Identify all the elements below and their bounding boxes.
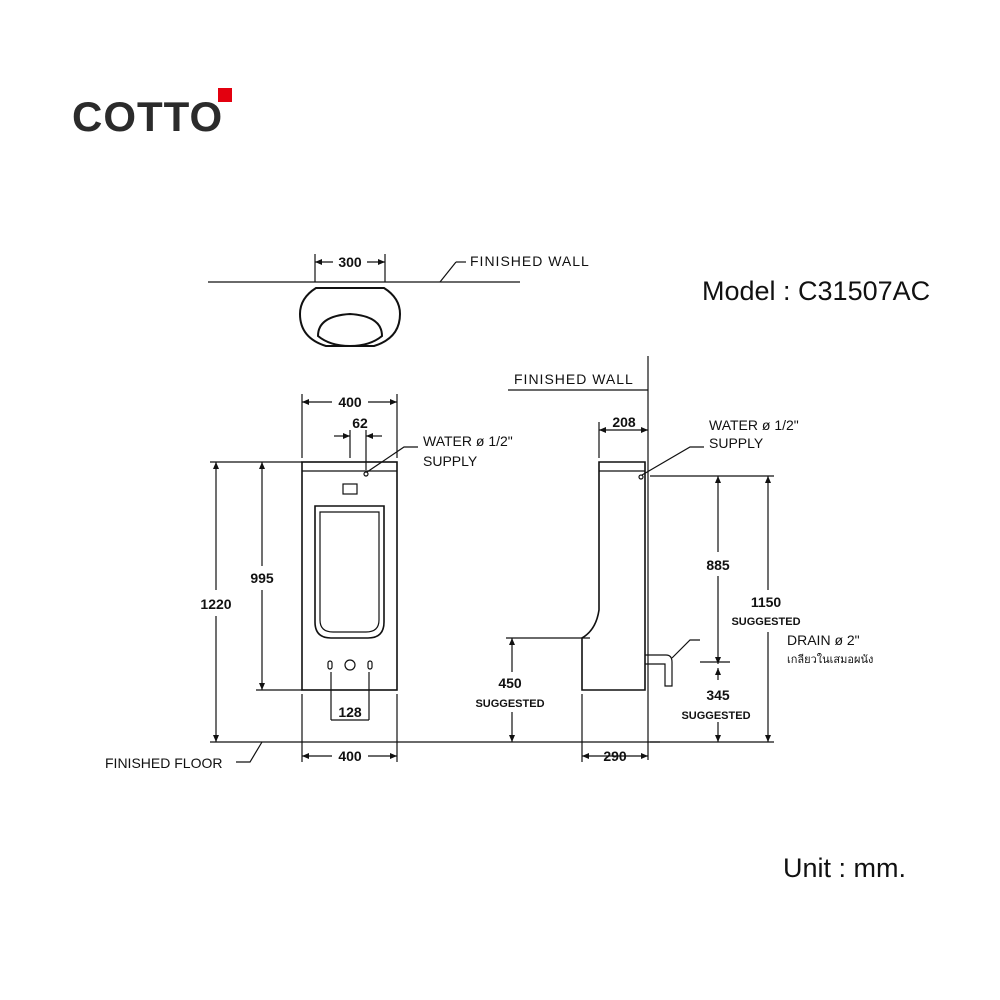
side-supply-leader <box>641 446 704 476</box>
front-bowl-inner <box>319 511 380 633</box>
side-depth-top-dim: 208 <box>612 414 636 430</box>
brand-logo: COTTO <box>72 93 224 140</box>
drain-label: DRAIN ø 2" <box>787 632 860 648</box>
side-supply-label-1: WATER ø 1/2" <box>709 417 799 433</box>
offset-dim: 62 <box>352 415 368 431</box>
finished-floor-label: FINISHED FLOOR <box>105 755 222 771</box>
front-bowl-outer <box>314 505 385 639</box>
side-body <box>581 461 646 691</box>
side-supply-point <box>638 474 644 480</box>
side-depth-bottom-dim: 290 <box>603 748 627 764</box>
front-bottom-width-dim: 400 <box>338 748 362 764</box>
drain-height-note: SUGGESTED <box>681 710 750 722</box>
front-top-width-dim: 400 <box>338 394 362 410</box>
front-sensor-left <box>327 660 333 670</box>
rim-height-note: SUGGESTED <box>475 698 544 710</box>
top-view <box>208 254 520 348</box>
supply-height-note: SUGGESTED <box>731 616 800 628</box>
side-supply-label-2: SUPPLY <box>709 435 764 451</box>
top-leader-line <box>439 261 457 283</box>
side-wall-label: FINISHED WALL <box>514 371 634 387</box>
model-label: Model : C31507AC <box>702 276 931 306</box>
side-drain-pipe <box>645 654 673 687</box>
front-body <box>301 461 398 691</box>
supply-height-dim: 1150 <box>751 594 782 610</box>
drain-height-dim: 345 <box>706 687 730 703</box>
top-wall-label: FINISHED WALL <box>470 253 590 269</box>
front-supply-label-1: WATER ø 1/2" <box>423 433 513 449</box>
front-sensor-right <box>367 660 373 670</box>
floor-leader <box>236 741 263 763</box>
drain-note: เกลียวในเสมอผนัง <box>787 653 873 666</box>
rim-height-dim: 450 <box>498 675 522 691</box>
front-supply-label-2: SUPPLY <box>423 453 478 469</box>
supply-drop-dim: 885 <box>706 557 730 573</box>
front-view <box>210 394 660 763</box>
drain-leader <box>671 639 700 659</box>
top-bowl-outer <box>298 287 402 347</box>
sensor-spacing-dim: 128 <box>338 704 362 720</box>
front-supply-point <box>363 471 369 477</box>
height-body-dim: 995 <box>250 570 274 586</box>
top-width-dim: 300 <box>338 254 362 270</box>
front-flush-sensor <box>342 483 358 495</box>
brand-accent-square <box>218 88 232 102</box>
top-bowl-inner <box>316 312 384 348</box>
height-total-dim: 1220 <box>200 596 231 612</box>
front-supply-leader <box>366 446 418 473</box>
side-view <box>506 356 774 762</box>
unit-label: Unit : mm. <box>783 853 907 883</box>
front-sensor-center <box>344 659 356 671</box>
